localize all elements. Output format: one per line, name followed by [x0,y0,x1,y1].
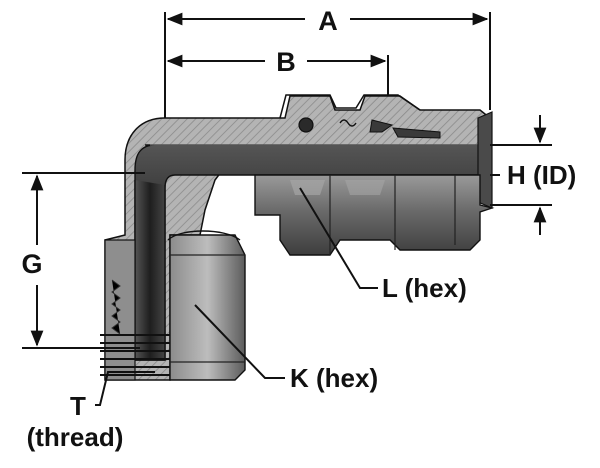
label-L-hex: L (hex) [382,273,467,303]
label-K-hex: K (hex) [290,363,378,393]
hex-nut-L [254,174,495,256]
label-B: B [276,47,296,77]
label-A: A [318,6,338,36]
male-thread-T [100,239,170,381]
dimension-lines [22,12,552,406]
ferrules [339,119,441,139]
dimension-labels: A B G H (ID) L (hex) K (hex) T (thread) [21,6,576,452]
hex-body-K [167,230,246,381]
label-thread: (thread) [27,422,124,452]
label-G: G [21,249,42,279]
label-H-id: H (ID) [507,160,576,190]
label-T: T [70,391,86,421]
